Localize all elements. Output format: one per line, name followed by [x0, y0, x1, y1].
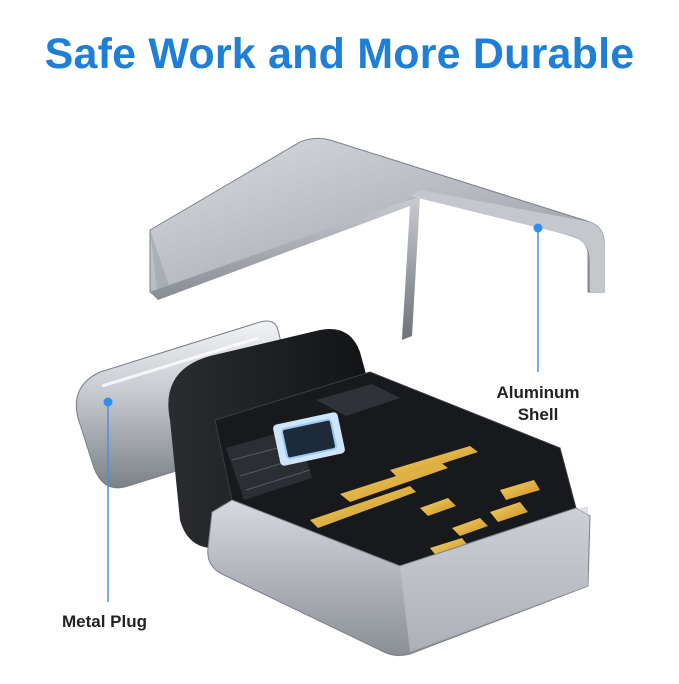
aluminum-shell-label-line2: Shell	[517, 405, 559, 424]
aluminum-base	[207, 499, 591, 657]
aluminum-shell	[149, 137, 605, 340]
aluminum-shell-label: Aluminum Shell	[488, 382, 588, 426]
headline: Safe Work and More Durable	[44, 30, 635, 78]
gold-contacts	[310, 446, 540, 558]
callout-metal-plug	[103, 397, 113, 602]
metal-plug-label: Metal Plug	[62, 612, 148, 631]
chip	[273, 412, 345, 466]
aluminum-shell-label-line1: Aluminum	[496, 383, 580, 402]
callout-aluminum-shell	[533, 223, 543, 372]
